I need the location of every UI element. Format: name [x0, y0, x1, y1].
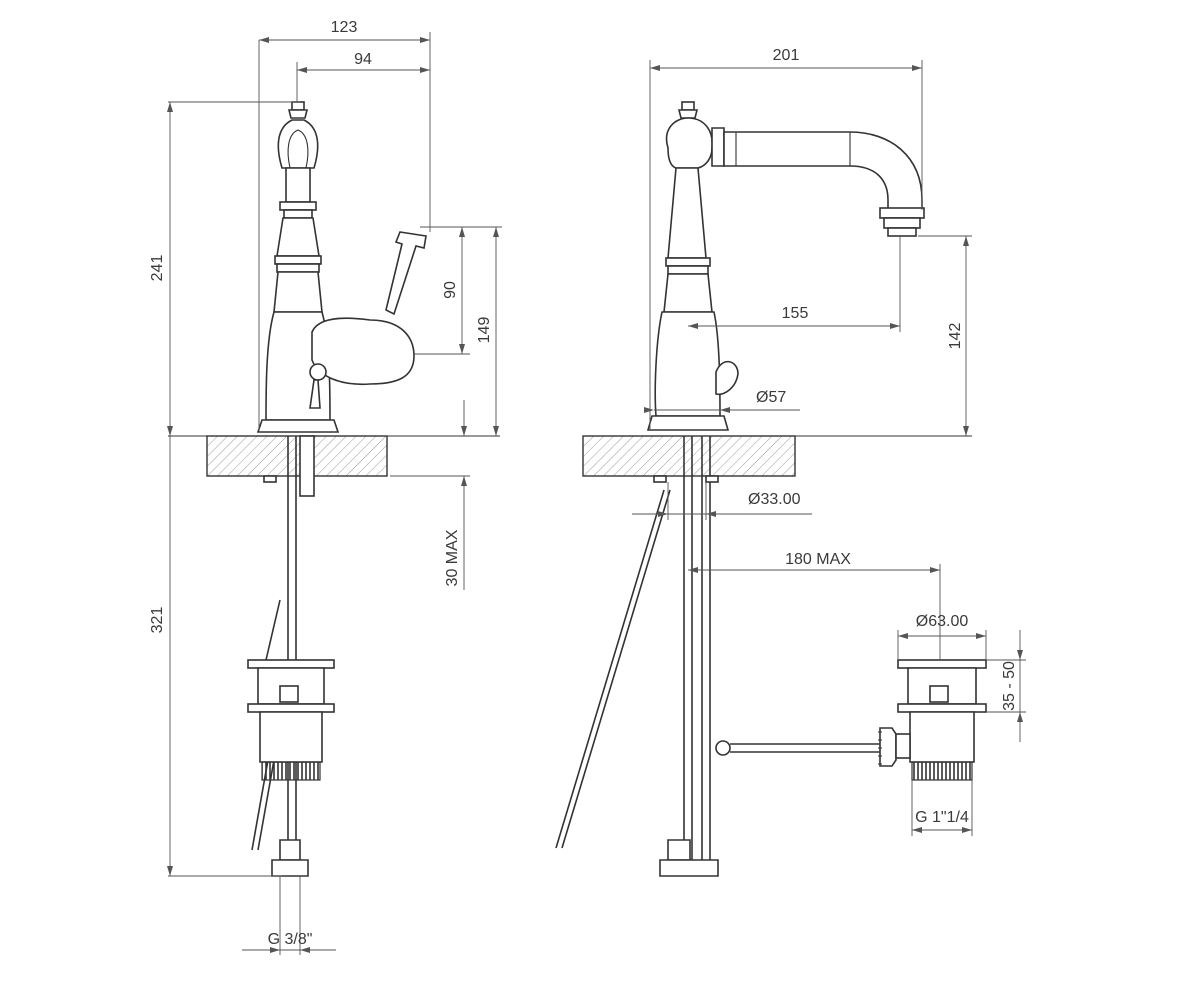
faucet-body-front: [256, 101, 427, 433]
dim-180max-label: 180 MAX: [785, 551, 851, 568]
dim-30max-label: 30 MAX: [444, 529, 461, 586]
dim-155-label: 155: [782, 305, 809, 322]
dimension-lines-left: [167, 32, 502, 955]
side-view: 201 155 142 Ø57 Ø33.00 180 MAX Ø63.00 35…: [555, 47, 1026, 877]
dim-g114-label: G 1"1/4: [915, 809, 969, 826]
front-view: 123 94 241 90 149 30 MAX 321 G 3/8": [149, 19, 502, 955]
faucet-body-side: [646, 101, 925, 431]
countertop-section-left: [206, 435, 388, 477]
dim-94-label: 94: [354, 51, 372, 68]
dim-201-label: 201: [773, 47, 800, 64]
countertop-section-right: [582, 435, 796, 477]
dim-142-label: 142: [947, 323, 964, 350]
pop-up-waste-left: [247, 659, 335, 781]
supply-hoses-right: [555, 436, 880, 877]
dim-g38-label: G 3/8": [268, 931, 313, 948]
dim-149-label: 149: [476, 317, 493, 344]
dim-33-label: Ø33.00: [748, 491, 801, 508]
pop-up-waste-right: [878, 659, 987, 781]
dim-3550-label: 35 - 50: [1001, 661, 1018, 711]
dimension-lines-right: [632, 60, 1026, 836]
dim-90-label: 90: [442, 281, 459, 299]
dim-241-label: 241: [149, 255, 166, 282]
dim-63-label: Ø63.00: [916, 613, 969, 630]
supply-hoses-left: [251, 435, 315, 877]
dim-123-label: 123: [331, 19, 358, 36]
dim-57-label: Ø57: [756, 389, 786, 406]
dim-321-label: 321: [149, 607, 166, 634]
